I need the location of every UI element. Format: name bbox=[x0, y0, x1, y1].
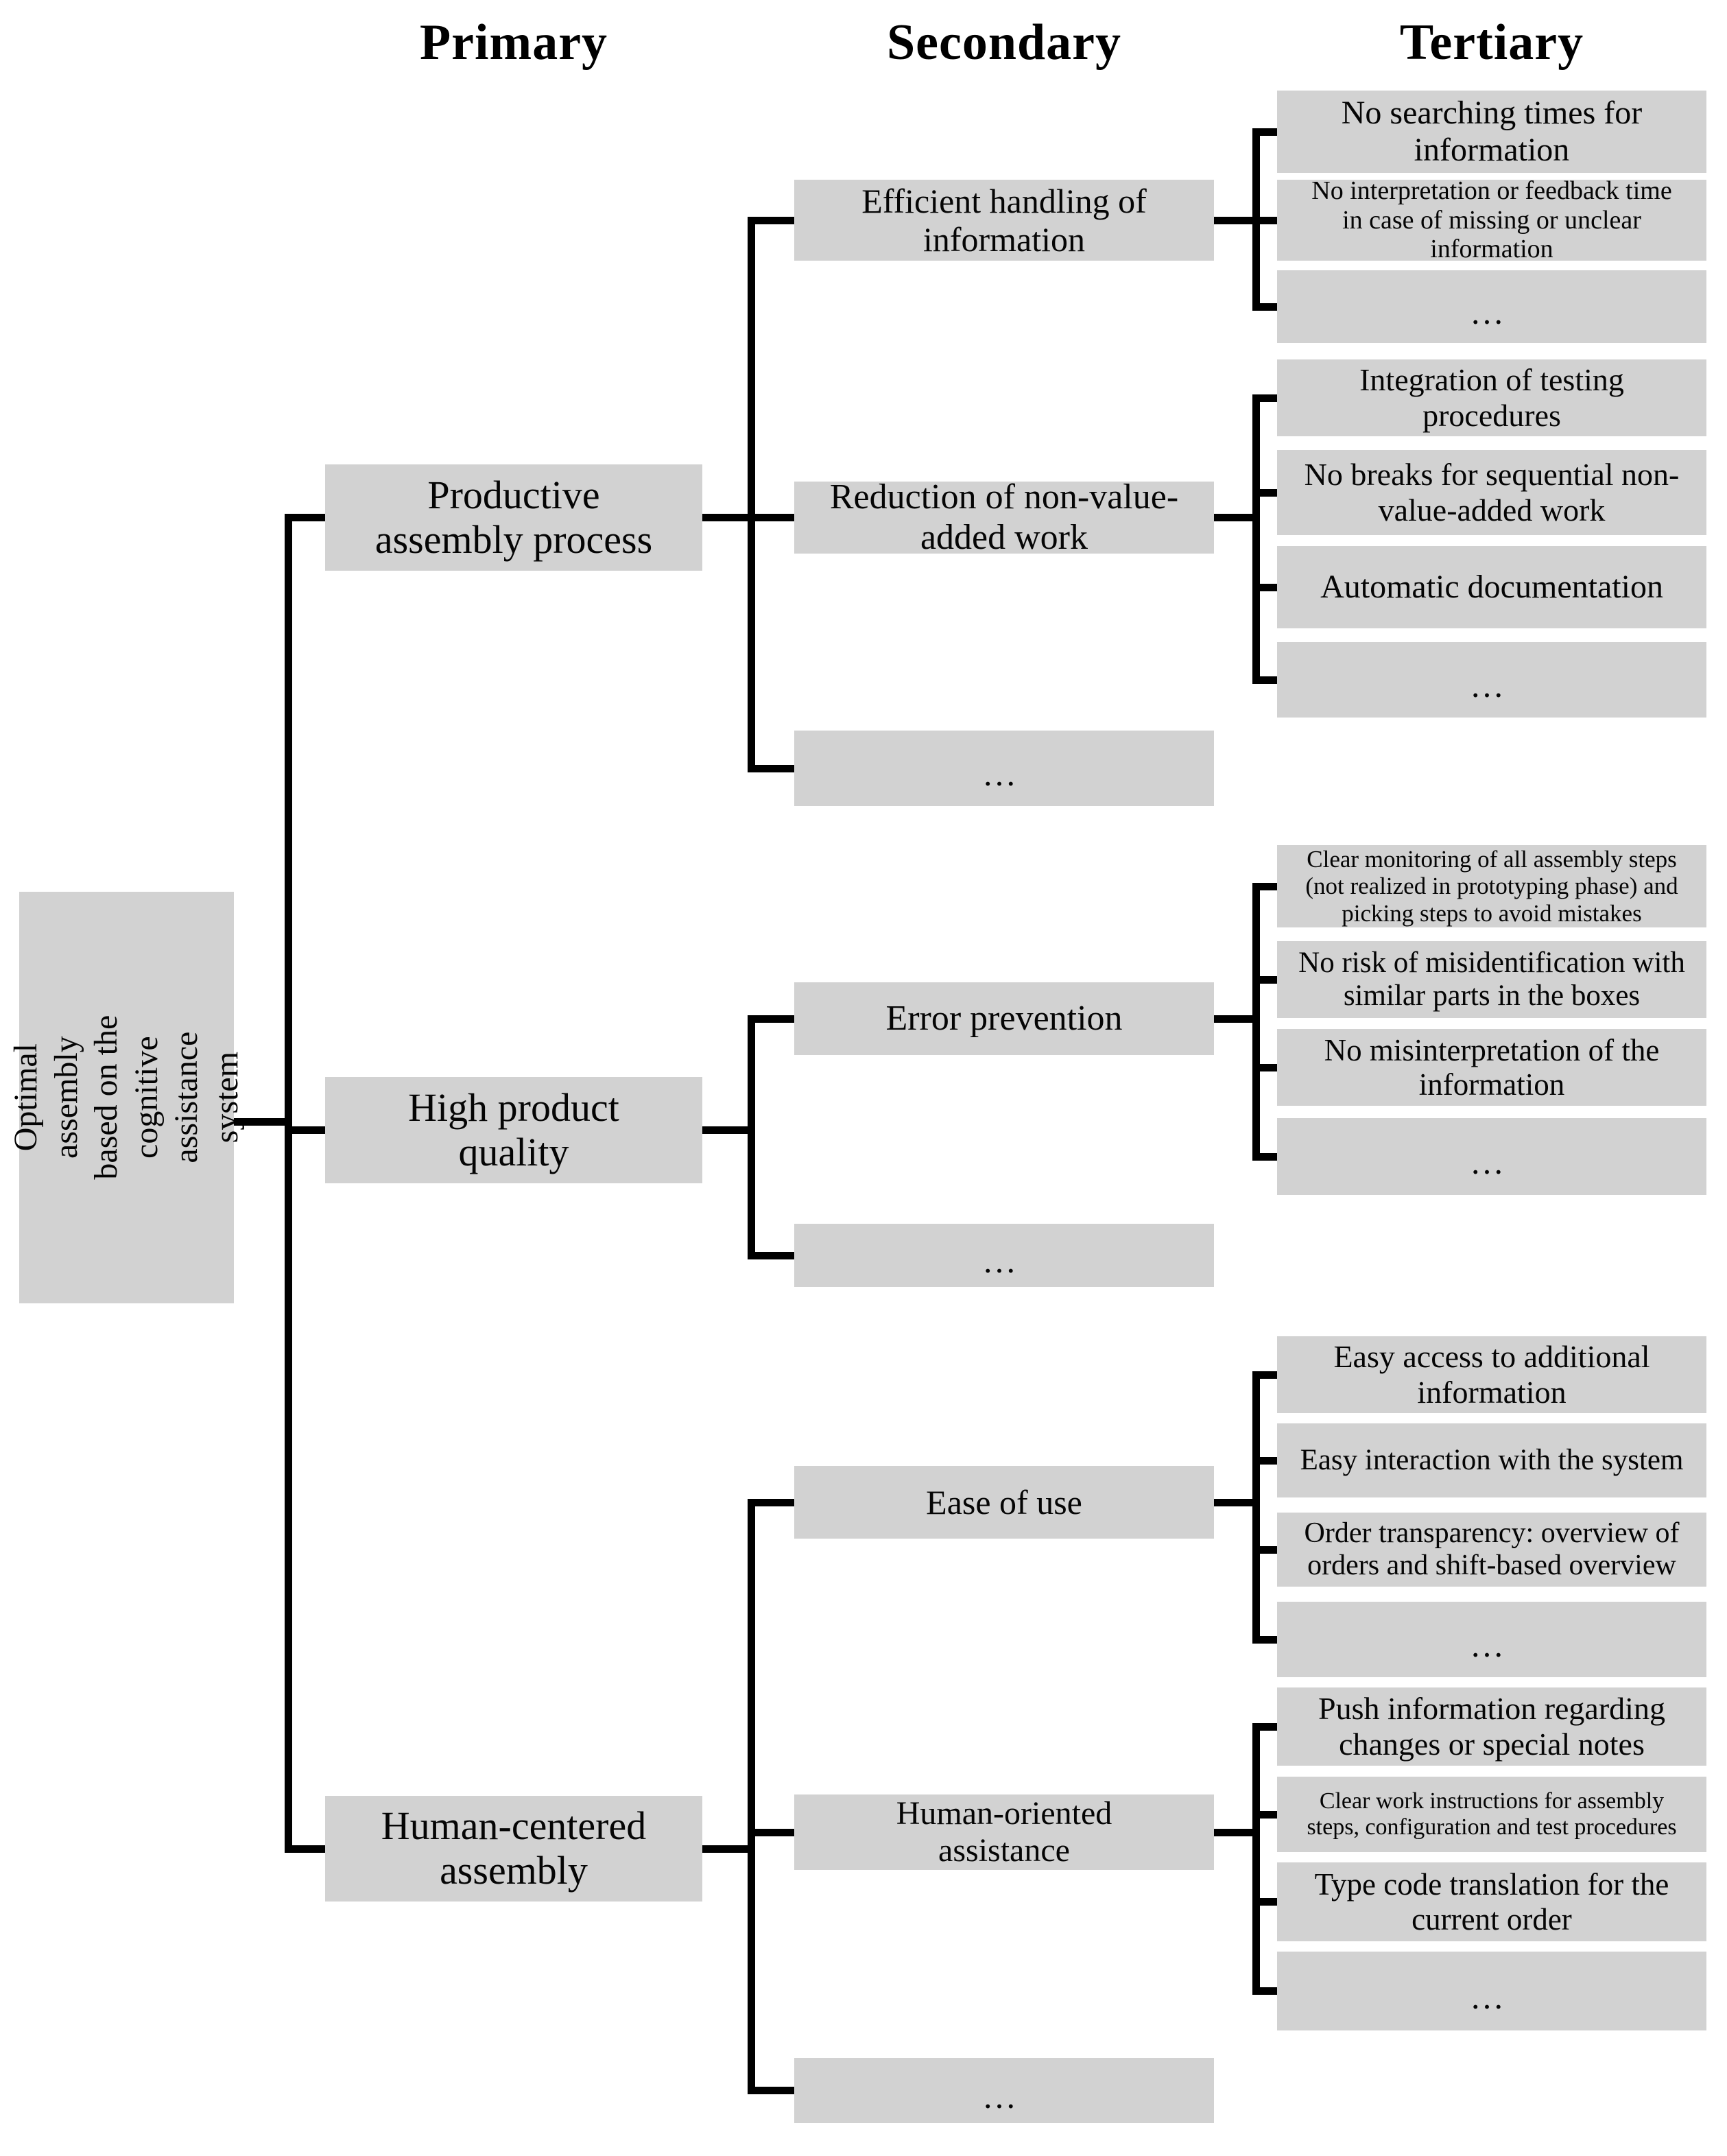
connector-line bbox=[1252, 1371, 1277, 1379]
tertiary-ellipsis-node: … bbox=[1277, 1118, 1706, 1195]
primary-node: High product quality bbox=[325, 1077, 702, 1183]
connector-line bbox=[702, 514, 755, 521]
connector-line bbox=[748, 1498, 794, 1506]
connector-line bbox=[748, 216, 794, 224]
tertiary-node: Clear work instructions for assembly ste… bbox=[1277, 1777, 1706, 1852]
connector-line bbox=[748, 2087, 794, 2094]
connector-line bbox=[1214, 514, 1260, 521]
secondary-node: Error prevention bbox=[794, 982, 1214, 1055]
connector-line bbox=[285, 514, 325, 521]
root-node-label: Optimal assembly based on the cognitive … bbox=[7, 1015, 245, 1180]
tertiary-node: Automatic documentation bbox=[1277, 546, 1706, 628]
connector-line bbox=[1252, 1722, 1260, 1995]
tertiary-node: No searching times for information bbox=[1277, 91, 1706, 173]
primary-node: Human-centered assembly bbox=[325, 1796, 702, 1902]
connector-line bbox=[748, 216, 755, 772]
connector-line bbox=[1252, 488, 1277, 497]
connector-line bbox=[702, 1845, 755, 1853]
tertiary-node: Integration of testing procedures bbox=[1277, 359, 1706, 436]
tertiary-ellipsis-node: … bbox=[1277, 1952, 1706, 2030]
tertiary-ellipsis-node: … bbox=[1277, 270, 1706, 343]
connector-line bbox=[1252, 394, 1260, 684]
connector-line bbox=[748, 514, 794, 521]
tertiary-ellipsis-node: … bbox=[1277, 642, 1706, 718]
secondary-node: Ease of use bbox=[794, 1466, 1214, 1539]
connector-line bbox=[748, 1498, 755, 2094]
tertiary-node: Easy interaction with the system bbox=[1277, 1423, 1706, 1497]
tertiary-node: No interpretation or feedback time in ca… bbox=[1277, 176, 1706, 263]
connector-line bbox=[748, 1015, 794, 1023]
connector-line bbox=[1252, 216, 1277, 224]
connector-line bbox=[234, 1117, 292, 1126]
column-header-primary: Primary bbox=[419, 14, 608, 71]
secondary-node: Efficient handling of information bbox=[794, 180, 1214, 261]
secondary-node: Reduction of non-value- added work bbox=[794, 477, 1214, 557]
tertiary-node: Clear monitoring of all assembly steps (… bbox=[1277, 845, 1706, 927]
tertiary-node: Order transparency: overview of orders a… bbox=[1277, 1513, 1706, 1587]
connector-line bbox=[748, 764, 794, 772]
tertiary-node: No risk of misidentification with simila… bbox=[1277, 941, 1706, 1018]
tertiary-ellipsis-node: … bbox=[1277, 1602, 1706, 1677]
secondary-ellipsis-node: … bbox=[794, 2058, 1214, 2123]
connector-line bbox=[1252, 1371, 1260, 1644]
connector-line bbox=[748, 1828, 794, 1836]
connector-line bbox=[1252, 303, 1277, 311]
connector-line bbox=[285, 1126, 325, 1134]
connector-line bbox=[1252, 1987, 1277, 1995]
connector-line bbox=[1252, 1545, 1277, 1554]
connector-line bbox=[702, 1126, 755, 1134]
connector-line bbox=[1252, 394, 1277, 402]
connector-line bbox=[1252, 1063, 1277, 1071]
primary-node: Productive assembly process bbox=[325, 464, 702, 571]
connector-line bbox=[1214, 216, 1260, 224]
connector-line bbox=[285, 1845, 325, 1853]
connector-line bbox=[1252, 583, 1277, 591]
connector-line bbox=[748, 1251, 794, 1259]
connector-line bbox=[1214, 1828, 1260, 1836]
connector-line bbox=[748, 1015, 755, 1259]
connector-line bbox=[1252, 975, 1277, 984]
column-header-secondary: Secondary bbox=[887, 14, 1121, 71]
column-header-tertiary: Tertiary bbox=[1399, 14, 1584, 71]
tertiary-node: Push information regarding changes or sp… bbox=[1277, 1687, 1706, 1766]
connector-line bbox=[1214, 1498, 1260, 1506]
connector-line bbox=[1252, 1810, 1277, 1819]
connector-line bbox=[1214, 1015, 1260, 1023]
connector-line bbox=[1252, 128, 1277, 136]
connector-line bbox=[285, 514, 292, 1853]
secondary-node: Human-oriented assistance bbox=[794, 1794, 1214, 1870]
connector-line bbox=[1252, 882, 1260, 1161]
secondary-ellipsis-node: … bbox=[794, 1224, 1214, 1287]
connector-line bbox=[1252, 1898, 1277, 1906]
connector-line bbox=[1252, 882, 1277, 890]
connector-line bbox=[1252, 676, 1277, 684]
connector-line bbox=[1252, 1152, 1277, 1161]
connector-line bbox=[1252, 1722, 1277, 1731]
secondary-ellipsis-node: … bbox=[794, 731, 1214, 806]
tertiary-node: Type code translation for the current or… bbox=[1277, 1862, 1706, 1941]
tertiary-node: Easy access to additional information bbox=[1277, 1336, 1706, 1413]
connector-line bbox=[1252, 1456, 1277, 1465]
connector-line bbox=[1252, 1635, 1277, 1644]
tertiary-node: No breaks for sequential non- value-adde… bbox=[1277, 450, 1706, 535]
tertiary-node: No misinterpretation of the information bbox=[1277, 1029, 1706, 1106]
root-node: Optimal assembly based on the cognitive … bbox=[8, 892, 245, 1303]
